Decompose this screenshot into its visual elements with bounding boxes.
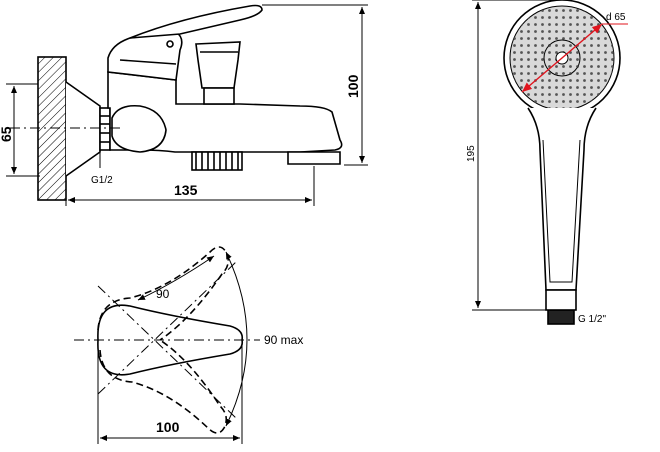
eccentric-knob bbox=[111, 104, 167, 153]
dim-195-label: 195 bbox=[466, 145, 477, 162]
angle-90-max-label: 90 max bbox=[264, 333, 303, 347]
dimension-135 bbox=[65, 166, 315, 206]
wall-flange bbox=[65, 81, 101, 177]
shower-handle bbox=[527, 107, 597, 291]
dimension-65 bbox=[6, 83, 40, 177]
spout-aerator bbox=[287, 151, 341, 165]
lever-rotated-down bbox=[99, 339, 228, 434]
connector-nut bbox=[99, 107, 111, 151]
lever-handle bbox=[129, 4, 263, 39]
angle-90-arc bbox=[137, 255, 215, 301]
shower-outlet-thread bbox=[191, 151, 243, 171]
angle-90-max-arc bbox=[225, 251, 248, 427]
diverter-knob bbox=[195, 41, 241, 89]
dimension-100-width bbox=[97, 346, 243, 444]
dim-100-height-label: 100 bbox=[345, 74, 361, 98]
thread-shower-label: G 1/2" bbox=[578, 314, 606, 325]
dim-65-label: 65 bbox=[0, 126, 14, 142]
cartridge-housing bbox=[107, 31, 183, 81]
thread-faucet-label: G1/2 bbox=[91, 175, 113, 186]
dim-d65-label: d 65 bbox=[606, 12, 626, 23]
dim-100-width-label: 100 bbox=[156, 419, 180, 435]
dimension-100-height bbox=[262, 4, 368, 166]
shower-thread bbox=[547, 309, 575, 325]
angle-90-label: 90 bbox=[156, 287, 170, 301]
diameter-indicator bbox=[521, 23, 603, 93]
shower-head bbox=[503, 0, 621, 325]
faucet-side-view bbox=[37, 4, 343, 201]
lever-rotated-up bbox=[97, 246, 230, 341]
dim-135-label: 135 bbox=[174, 182, 198, 198]
dimension-195 bbox=[472, 0, 556, 311]
